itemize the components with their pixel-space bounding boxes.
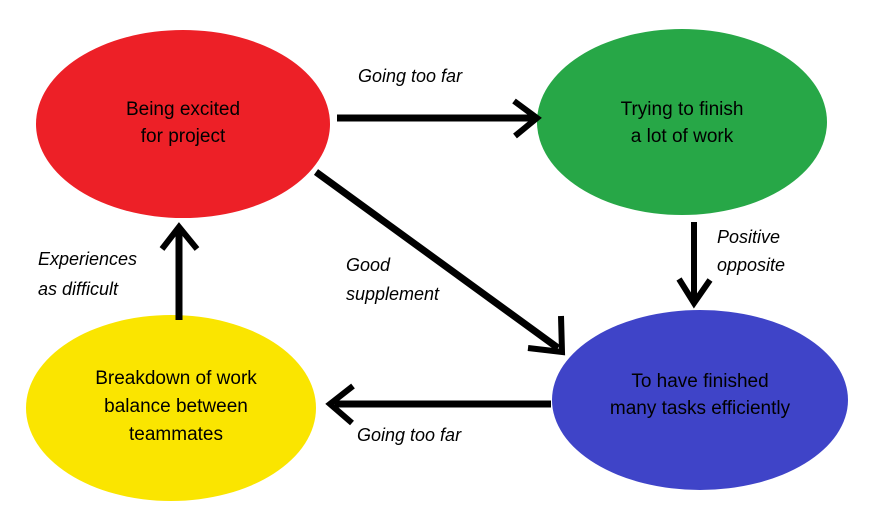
node-green-label-line-1: Trying to finish	[621, 99, 744, 120]
edge-red-to-blue-arrowhead	[527, 315, 566, 356]
node-yellow-label-line-3: teammates	[129, 424, 223, 445]
edge-label-supplement: supplement	[346, 284, 440, 304]
node-green-ellipse[interactable]	[537, 29, 827, 215]
edge-red-to-green-arrowhead	[512, 98, 542, 139]
edge-label-yellow-to-red: Experiences as difficult	[38, 249, 137, 299]
node-green-label-line-2: a lot of work	[631, 126, 734, 147]
edge-blue-to-yellow-arrowhead	[325, 383, 355, 426]
edge-label-blue-to-yellow: Going too far	[357, 425, 462, 445]
edge-yellow-to-red[interactable]	[159, 222, 200, 320]
edge-yellow-to-red-arrowhead	[159, 222, 200, 251]
edge-label-good: Good	[346, 255, 391, 275]
node-yellow[interactable]: Breakdown of work balance between teamma…	[26, 315, 316, 501]
edge-blue-to-yellow[interactable]	[325, 383, 551, 426]
edge-green-to-blue-arrowhead	[676, 277, 713, 309]
node-yellow-label-line-1: Breakdown of work	[95, 368, 257, 389]
edge-red-to-green[interactable]	[337, 98, 542, 139]
node-blue-label-line-2: many tasks efficiently	[610, 398, 791, 419]
edge-label-experiences: Experiences	[38, 249, 137, 269]
edge-label-green-to-blue: Positive opposite	[717, 227, 785, 275]
node-yellow-label-line-2: balance between	[104, 396, 248, 417]
edge-label-going-too-far-bottom: Going too far	[357, 425, 462, 445]
edge-label-positive: Positive	[717, 227, 780, 247]
edge-red-to-blue-line[interactable]	[313, 169, 561, 351]
edge-label-as-difficult: as difficult	[38, 279, 119, 299]
edge-green-to-blue[interactable]	[676, 222, 713, 309]
edge-label-opposite: opposite	[717, 255, 785, 275]
node-green[interactable]: Trying to finish a lot of work	[537, 29, 827, 215]
edge-label-going-too-far-top: Going too far	[358, 66, 463, 86]
node-yellow-ellipse[interactable]	[26, 315, 316, 501]
node-red-label-line-1: Being excited	[126, 99, 240, 120]
edge-red-to-blue[interactable]	[313, 169, 566, 356]
node-red-ellipse[interactable]	[36, 30, 330, 218]
node-blue-ellipse[interactable]	[552, 310, 848, 490]
node-red[interactable]: Being excited for project	[36, 30, 330, 218]
edge-label-red-to-blue: Good supplement	[346, 255, 440, 304]
node-blue-label-line-1: To have finished	[631, 371, 768, 392]
node-blue[interactable]: To have finished many tasks efficiently	[552, 310, 848, 490]
edge-label-red-to-green: Going too far	[358, 66, 463, 86]
node-red-label-line-2: for project	[141, 126, 226, 147]
